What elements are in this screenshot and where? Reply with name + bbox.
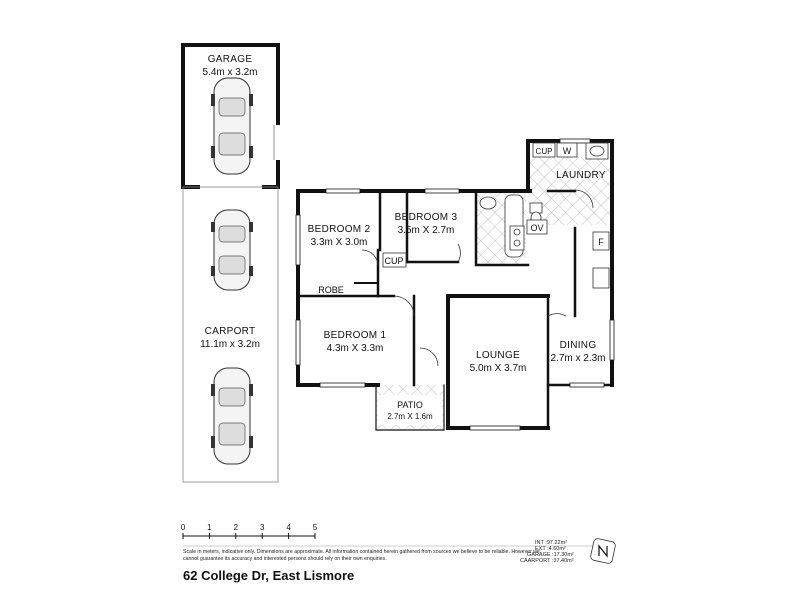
- door-bedroom3: [457, 243, 461, 263]
- bedroom2-dims: 3.3m X 3.0m: [311, 237, 368, 248]
- door-dining: [547, 313, 567, 317]
- robe-label: ROBE: [318, 285, 344, 295]
- window-lounge-south: [469, 425, 521, 431]
- window-bedroom1-west: [295, 319, 301, 366]
- carport-dims: 11.1m x 3.2m: [200, 339, 260, 350]
- door-laundry: [574, 189, 594, 209]
- bedroom3-dims: 3.5m X 2.7m: [398, 225, 455, 236]
- scale-tick-4: 4: [286, 523, 291, 532]
- scale-bar: 0 1 2 3 4 5: [181, 523, 615, 547]
- patio-label: PATIO: [397, 400, 423, 410]
- fridge-label: F: [598, 237, 604, 247]
- car-icon-1: [211, 77, 253, 175]
- north-arrow-icon: [590, 538, 616, 564]
- windows: [295, 138, 615, 431]
- area-garage: GARAGE :17.30m²: [527, 552, 574, 558]
- dining-label: DINING: [560, 340, 597, 351]
- window-bedroom2-west: [295, 214, 301, 266]
- lounge-label: LOUNGE: [476, 350, 520, 361]
- patio-dims: 2.7m X 1.6m: [387, 412, 433, 421]
- door-bedroom1: [393, 295, 415, 317]
- garage-dims: 5.4m x 3.2m: [202, 67, 257, 78]
- fridge-icon: [592, 231, 610, 251]
- bedroom2-label: BEDROOM 2: [308, 224, 371, 235]
- cupboard-label: CUP: [384, 256, 403, 266]
- garage-label: GARAGE: [208, 54, 253, 65]
- scale-tick-3: 3: [260, 523, 265, 532]
- oven-icon: [526, 219, 548, 235]
- dining-dims: 2.7m x 2.3m: [550, 353, 605, 364]
- cooktop-icon: [509, 225, 525, 251]
- kitchen-fixtures: [509, 219, 610, 289]
- property-address: 62 College Dr, East Lismore: [183, 568, 355, 583]
- door-bedroom2: [361, 249, 379, 267]
- area-int: INT :97.22m²: [535, 540, 567, 546]
- scale-tick-2: 2: [234, 523, 239, 532]
- doors: [361, 189, 594, 367]
- room-labels: GARAGE 5.4m x 3.2m CARPORT 11.1m x 3.2m …: [200, 54, 606, 421]
- door-patio: [419, 347, 439, 367]
- scale-tick-1: 1: [207, 523, 212, 532]
- laundry-cup-label: CUP: [536, 147, 553, 156]
- laundry-fixtures: [532, 142, 609, 160]
- disclaimer-text: Scale in meters, indicative only. Dimens…: [183, 549, 540, 562]
- window-bedroom2: [325, 188, 361, 194]
- area-summary: INT :97.22m² EXT :4.60m² GARAGE :17.30m²…: [520, 540, 574, 564]
- window-bedroom1-south: [319, 382, 366, 388]
- laundry-cupboard: [532, 142, 556, 158]
- window-bedroom3: [424, 188, 460, 194]
- toilet-icon: [529, 202, 543, 214]
- car-icon-3: [211, 367, 253, 465]
- window-laundry: [559, 138, 591, 144]
- lounge-dims: 5.0m X 3.7m: [470, 363, 527, 374]
- bedroom1-label: BEDROOM 1: [324, 330, 387, 341]
- sink-icon: [592, 267, 610, 289]
- scale-tick-5: 5: [313, 523, 318, 532]
- laundry-label: LAUNDRY: [556, 170, 606, 181]
- oven-label: OV: [530, 223, 543, 233]
- car-icon-2: [211, 209, 253, 291]
- house-walls: [296, 139, 614, 431]
- window-dining-east: [609, 319, 615, 361]
- wall-laundry: [526, 139, 614, 230]
- bedroom-cupboard: [382, 252, 407, 268]
- washer-label: W: [563, 146, 572, 156]
- garage-carport-structure: [181, 43, 280, 483]
- carport-label: CARPORT: [205, 326, 256, 337]
- basin-icon: [479, 196, 497, 210]
- bedroom1-dims: 4.3m X 3.3m: [327, 343, 384, 354]
- area-ext: EXT :4.60m²: [535, 546, 566, 552]
- washer-icon: [556, 142, 578, 158]
- area-carport: CAARPORT :37.40m²: [520, 558, 574, 564]
- bedroom3-label: BEDROOM 3: [395, 212, 458, 223]
- window-dining-south: [569, 382, 605, 388]
- scale-tick-0: 0: [181, 523, 186, 532]
